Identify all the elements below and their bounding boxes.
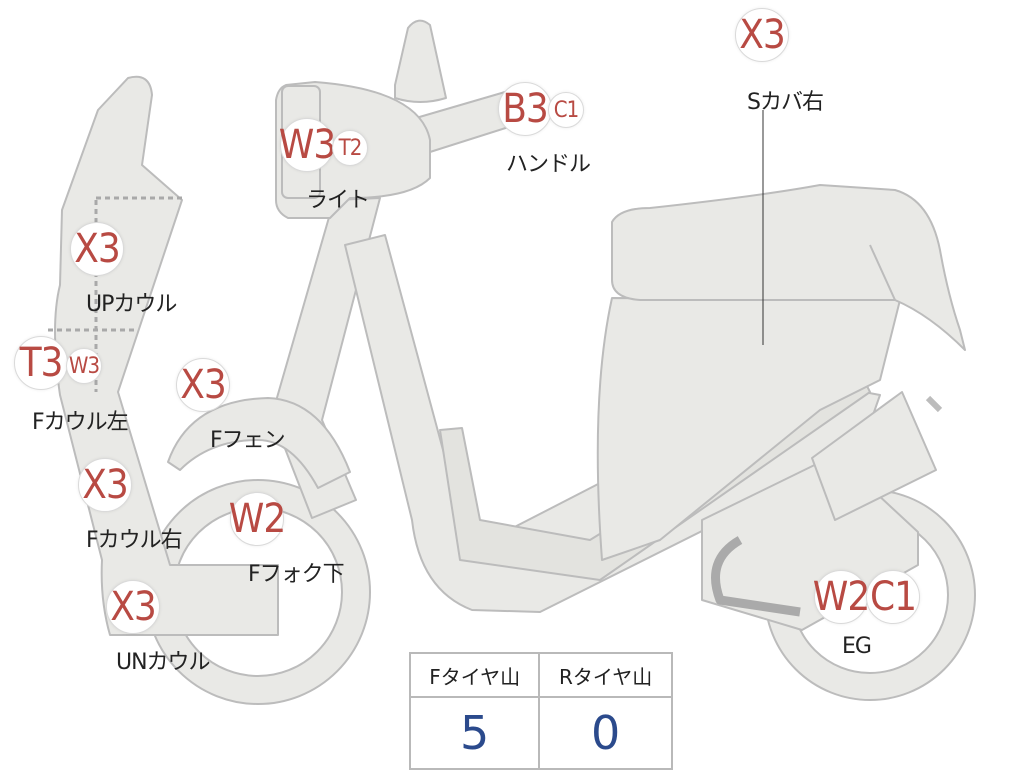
part-label-light: ライト [306, 188, 370, 213]
part-label-engine: EG [842, 634, 872, 659]
marker-f-fender: X3 Fフェン [176, 358, 296, 453]
marker-f-fork-lower: W2 Fフォク下 [229, 492, 360, 587]
marker-s-cover-right: X3 Sカバ右 [735, 8, 835, 118]
marker-f-cowl-right: X3 Fカウル右 [78, 458, 198, 553]
marker-light: W3 T2 ライト [279, 118, 380, 213]
part-label-up-cowl: UPカウル [86, 292, 177, 317]
damage-code-badge: B3 [498, 82, 552, 136]
front-tire-header: Fタイヤ山 [408, 652, 541, 698]
damage-code-badge: X3 [70, 222, 124, 276]
marker-up-cowl: X3 UPカウル [70, 222, 190, 317]
damage-code-badge: X3 [106, 580, 160, 634]
rear-tire-value: 0 [538, 696, 673, 770]
rear-shock [811, 391, 937, 521]
tire-tread-table: Fタイヤ山 Rタイヤ山 5 0 [408, 652, 673, 770]
windshield [394, 19, 447, 103]
marker-f-cowl-left: T3 W3 Fカウル左 [14, 336, 144, 436]
damage-code-badge: T3 [14, 336, 68, 390]
damage-code-badge: W3 [279, 118, 336, 172]
marker-un-cowl: X3 UNカウル [106, 580, 226, 675]
front-tire-value: 5 [408, 696, 541, 770]
part-label-f-cowl-left: Fカウル左 [32, 410, 129, 435]
part-label-un-cowl: UNカウル [116, 650, 211, 675]
damage-code-badge: X3 [735, 8, 789, 62]
seat [611, 184, 966, 351]
damage-code-badge: X3 [176, 358, 230, 412]
damage-code-badge-small: T2 [332, 130, 368, 166]
part-label-f-fork-lower: Fフォク下 [248, 562, 345, 587]
body-panel [596, 297, 901, 561]
damage-code-badge-small: C1 [548, 92, 584, 128]
part-label-handle: ハンドル [506, 152, 591, 177]
damage-code-badge-small: W3 [66, 348, 102, 384]
rear-tire-header: Rタイヤ山 [538, 652, 673, 698]
damage-code-badge: X3 [78, 458, 132, 512]
marker-handle: B3 C1 ハンドル [498, 82, 608, 182]
marker-engine: W2 C1 EG [813, 570, 924, 665]
part-label-f-cowl-right: Fカウル右 [86, 528, 183, 553]
damage-code-badge: C1 [866, 570, 920, 624]
part-label-s-cover-right: Sカバ右 [747, 90, 824, 115]
part-label-f-fender: Fフェン [210, 428, 286, 453]
damage-code-badge: W2 [229, 492, 286, 546]
damage-code-badge: W2 [813, 570, 870, 624]
